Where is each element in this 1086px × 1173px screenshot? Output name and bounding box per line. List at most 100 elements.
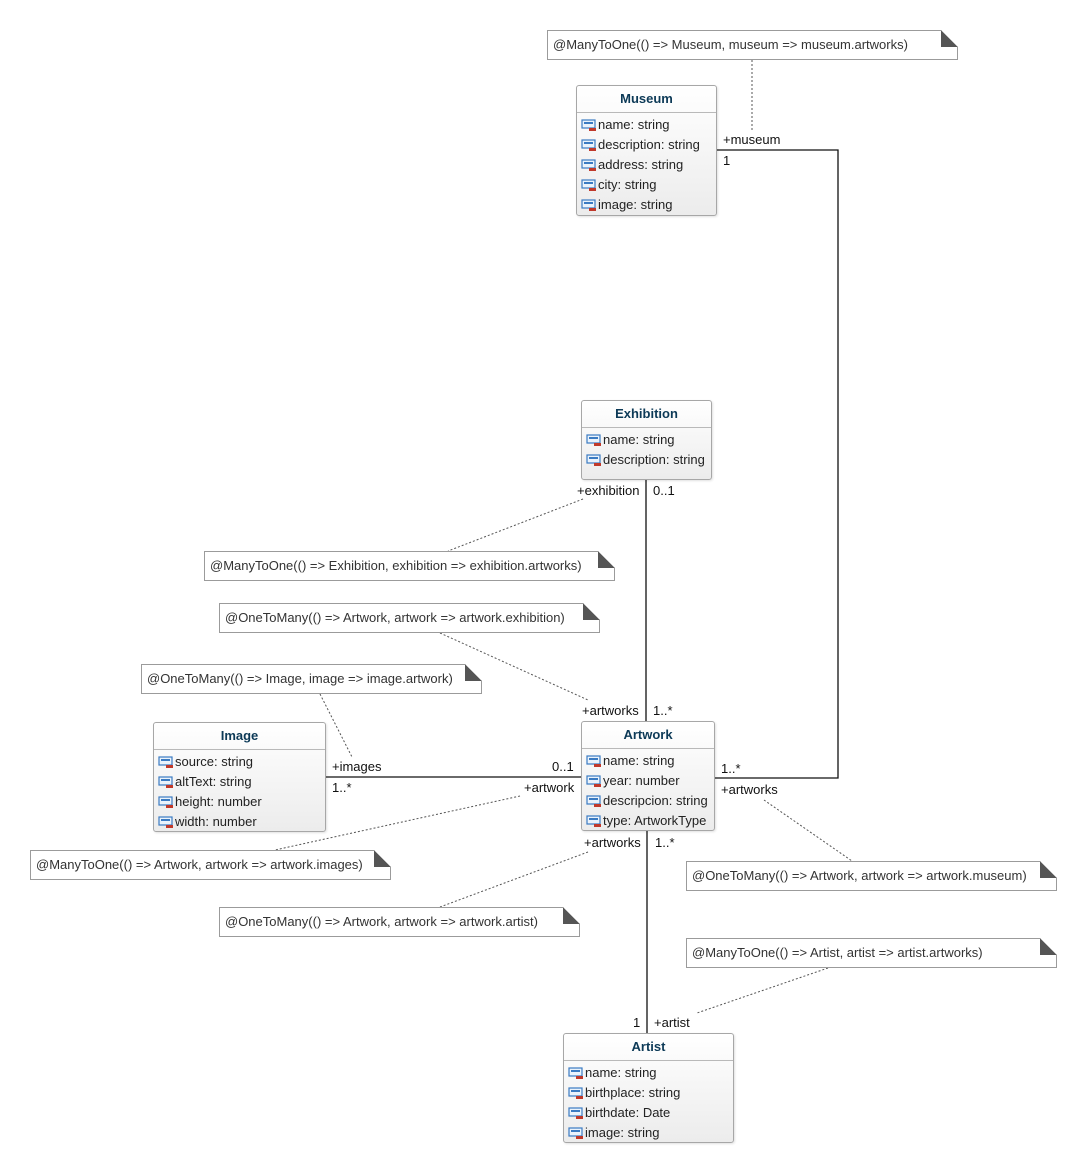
label-images-multiplicity: 1..* xyxy=(332,780,352,795)
note-fold-icon xyxy=(563,907,580,924)
label-exhibition-role: +exhibition xyxy=(577,483,640,498)
attribute-row[interactable]: width: number xyxy=(154,812,325,832)
note-fold-icon xyxy=(1040,861,1057,878)
attribute-row[interactable]: height: number xyxy=(154,792,325,812)
note-text: @ManyToOne(() => Exhibition, exhibition … xyxy=(210,558,582,573)
attribute-text: descripcion: string xyxy=(603,793,708,808)
note-artwork-exhibition: @OneToMany(() => Artwork, artwork => art… xyxy=(219,603,600,633)
note-artwork-images: @ManyToOne(() => Artwork, artwork => art… xyxy=(30,850,391,880)
note-text: @ManyToOne(() => Artist, artist => artis… xyxy=(692,945,983,960)
field-icon xyxy=(586,794,601,807)
label-artworks-exhibition-multiplicity: 1..* xyxy=(653,703,673,718)
label-exhibition-multiplicity: 0..1 xyxy=(653,483,675,498)
attribute-row[interactable]: image: string xyxy=(564,1123,733,1143)
field-icon xyxy=(581,198,596,211)
label-artwork-image-multiplicity: 0..1 xyxy=(552,759,574,774)
attribute-row[interactable]: type: ArtworkType xyxy=(582,811,714,831)
label-museum-role: +museum xyxy=(723,132,781,147)
attribute-text: birthdate: Date xyxy=(585,1105,671,1120)
field-icon xyxy=(158,815,173,828)
field-icon xyxy=(586,453,601,466)
class-artwork[interactable]: Artwork name: string year: number descripc… xyxy=(581,721,715,831)
note-fold-icon xyxy=(465,664,482,681)
class-image[interactable]: Image source: string altText: string heigh… xyxy=(153,722,326,832)
label-museum-multiplicity: 1 xyxy=(723,153,731,168)
note-text: @ManyToOne(() => Artwork, artwork => art… xyxy=(36,857,363,872)
field-icon xyxy=(586,433,601,446)
attribute-text: description: string xyxy=(603,452,705,467)
note-fold-icon xyxy=(941,30,958,47)
field-icon xyxy=(581,118,596,131)
note-image-artwork: @OneToMany(() => Image, image => image.a… xyxy=(141,664,482,694)
note-text: @OneToMany(() => Image, image => image.a… xyxy=(147,671,453,686)
class-title: Artist xyxy=(564,1034,733,1061)
note-link-artwork-exhibition xyxy=(439,632,589,701)
field-icon xyxy=(586,774,601,787)
attribute-list: name: string description: string xyxy=(582,428,711,470)
attribute-row[interactable]: image: string xyxy=(577,195,716,215)
class-artist[interactable]: Artist name: string birthplace: string bir… xyxy=(563,1033,734,1143)
attribute-row[interactable]: birthplace: string xyxy=(564,1083,733,1103)
note-link-artwork-artist xyxy=(439,851,589,908)
note-artwork-museum: @OneToMany(() => Artwork, artwork => art… xyxy=(686,861,1057,891)
attribute-row[interactable]: name: string xyxy=(582,430,711,450)
attribute-text: image: string xyxy=(598,197,673,212)
field-icon xyxy=(568,1086,583,1099)
label-images-role: +images xyxy=(332,759,382,774)
attribute-row[interactable]: city: string xyxy=(577,175,716,195)
museum-artwork-association xyxy=(714,149,839,779)
attribute-text: name: string xyxy=(603,432,675,447)
attribute-text: name: string xyxy=(603,753,675,768)
attribute-text: year: number xyxy=(603,773,680,788)
field-icon xyxy=(158,795,173,808)
field-icon xyxy=(581,158,596,171)
attribute-row[interactable]: altText: string xyxy=(154,772,325,792)
field-icon xyxy=(586,814,601,827)
attribute-text: type: ArtworkType xyxy=(603,813,707,828)
attribute-text: image: string xyxy=(585,1125,660,1140)
class-title: Image xyxy=(154,723,325,750)
note-artwork-artist: @OneToMany(() => Artwork, artwork => art… xyxy=(219,907,580,937)
attribute-row[interactable]: source: string xyxy=(154,752,325,772)
attribute-row[interactable]: name: string xyxy=(577,115,716,135)
attribute-row[interactable]: description: string xyxy=(577,135,716,155)
note-text: @OneToMany(() => Artwork, artwork => art… xyxy=(692,868,1027,883)
attribute-text: altText: string xyxy=(175,774,252,789)
field-icon xyxy=(158,775,173,788)
note-artist-artworks: @ManyToOne(() => Artist, artist => artis… xyxy=(686,938,1057,968)
class-exhibition[interactable]: Exhibition name: string description: stri… xyxy=(581,400,712,480)
attribute-text: name: string xyxy=(598,117,670,132)
note-link-exhibition xyxy=(447,498,584,552)
attribute-text: name: string xyxy=(585,1065,657,1080)
class-title: Artwork xyxy=(582,722,714,749)
note-fold-icon xyxy=(583,603,600,620)
note-text: @OneToMany(() => Artwork, artwork => art… xyxy=(225,914,539,929)
attribute-row[interactable]: birthdate: Date xyxy=(564,1103,733,1123)
attribute-row[interactable]: address: string xyxy=(577,155,716,175)
attribute-text: description: string xyxy=(598,137,700,152)
field-icon xyxy=(581,178,596,191)
note-fold-icon xyxy=(374,850,391,867)
label-artworks-artist-multiplicity: 1..* xyxy=(655,835,675,850)
attribute-row[interactable]: name: string xyxy=(582,751,714,771)
attribute-row[interactable]: year: number xyxy=(582,771,714,791)
label-artwork-image-role: +artwork xyxy=(524,780,575,795)
attribute-row[interactable]: description: string xyxy=(582,450,711,470)
label-artworks-exhibition-role: +artworks xyxy=(582,703,639,718)
field-icon xyxy=(568,1126,583,1139)
class-title: Exhibition xyxy=(582,401,711,428)
attribute-text: address: string xyxy=(598,157,684,172)
attribute-row[interactable]: name: string xyxy=(564,1063,733,1083)
note-exhibition-artworks: @ManyToOne(() => Exhibition, exhibition … xyxy=(204,551,615,581)
field-icon xyxy=(158,755,173,768)
label-artworks-artist-role: +artworks xyxy=(584,835,641,850)
label-artist-multiplicity: 1 xyxy=(633,1015,641,1030)
note-link-artwork-museum xyxy=(763,799,853,862)
attribute-list: name: string year: number descripcion: str… xyxy=(582,749,714,831)
label-artist-role: +artist xyxy=(654,1015,690,1030)
attribute-list: name: string description: string address: … xyxy=(577,113,716,215)
attribute-text: birthplace: string xyxy=(585,1085,681,1100)
attribute-row[interactable]: descripcion: string xyxy=(582,791,714,811)
